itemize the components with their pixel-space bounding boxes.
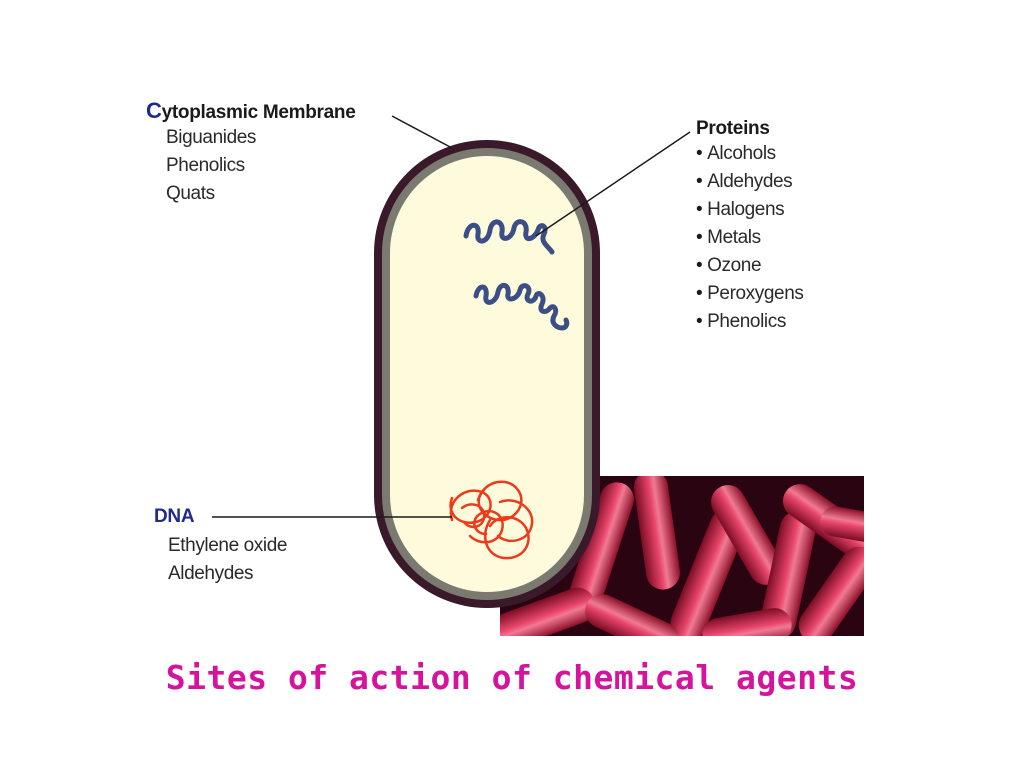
protein-strands [463, 219, 570, 331]
membrane-label: Cytoplasmic Membrane Biguanides Phenolic… [146, 98, 356, 208]
protein-coil-lower [473, 283, 570, 331]
bacterium-rod [634, 476, 680, 590]
micrograph-panel [500, 476, 864, 636]
list-item: Halogens [696, 196, 803, 224]
list-item: Peroxygens [696, 280, 804, 308]
list-item: Aldehydes [696, 168, 803, 196]
membrane-title: Cytoplasmic Membrane [146, 98, 356, 124]
bacterium-rod [670, 508, 746, 636]
bacterium-rod [798, 546, 864, 636]
bacterium-rod [585, 594, 679, 636]
slide-caption: Sites of action of chemical agents [165, 658, 859, 697]
dna-agent-list: Ethylene oxide Aldehydes [168, 532, 287, 588]
list-item: Ozone [696, 252, 803, 280]
dna-tangle [449, 480, 534, 560]
bacterium-rod [760, 511, 816, 636]
proteins-label: Proteins Alcohols Aldehydes Halogens Met… [696, 118, 804, 336]
protein-coil-upper [463, 219, 555, 255]
list-item: Aldehydes [168, 563, 254, 584]
proteins-agent-list: Alcohols Aldehydes Halogens Metals Ozone… [696, 140, 804, 336]
micrograph-bacteria [500, 476, 864, 636]
dna-loop [460, 503, 486, 529]
membrane-agent-list: Biguanides Phenolics Quats [166, 124, 355, 208]
list-item: Phenolics [166, 155, 245, 176]
bacterial-cell [374, 140, 600, 608]
dna-title: DNA [154, 506, 195, 527]
list-item: Biguanides [166, 127, 257, 148]
dna-loop [496, 499, 534, 543]
list-item: Metals [696, 224, 803, 252]
bacterium-rod [820, 506, 864, 544]
membrane-leader-line [391, 115, 453, 149]
dna-label: DNA Ethylene oxide Aldehydes [154, 506, 287, 588]
proteins-leader-line [535, 131, 691, 237]
list-item: Ethylene oxide [168, 535, 288, 556]
bacterium-rod [702, 608, 792, 636]
list-item: Quats [166, 183, 215, 204]
membrane-title-rest: ytoplasmic Membrane [161, 102, 356, 123]
membrane-title-initial: C [146, 98, 162, 123]
proteins-title: Proteins [696, 118, 770, 139]
cytoplasm [390, 156, 584, 592]
bacterium-rod [500, 587, 596, 636]
dna-loop [484, 516, 530, 560]
bacterium-rod [570, 482, 634, 608]
bacterium-rod [711, 485, 783, 585]
dna-loop [449, 489, 492, 525]
list-item: Phenolics [696, 308, 803, 336]
list-item: Alcohols [696, 140, 803, 168]
